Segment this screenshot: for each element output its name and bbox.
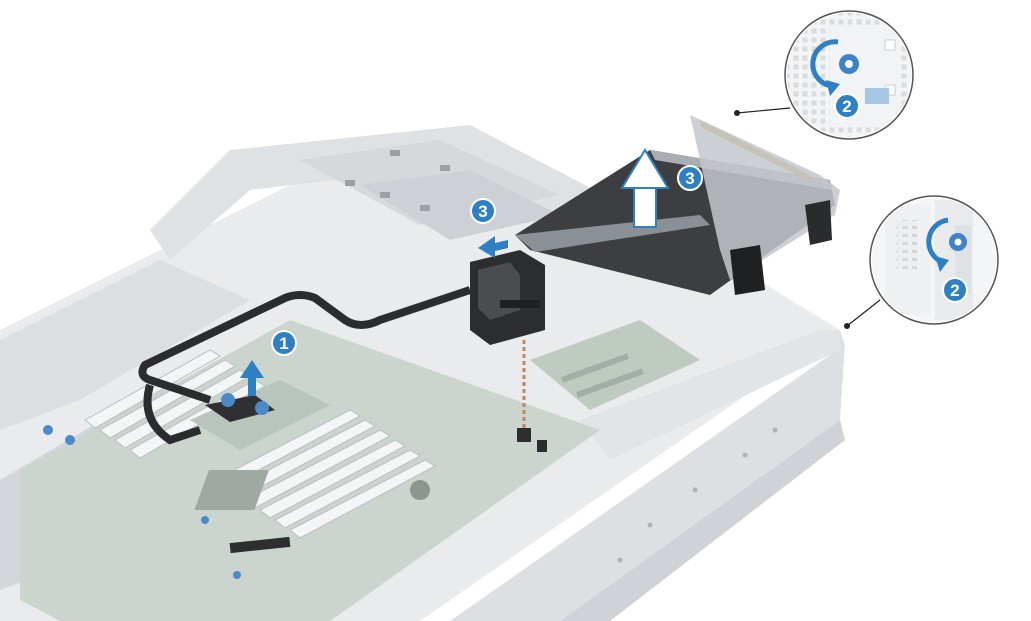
step-badge-2-top: 2 [834, 93, 860, 119]
step-badge-label: 2 [842, 97, 851, 116]
riser-bracket-slot [730, 245, 765, 295]
lift-arrow-icon [620, 148, 670, 228]
connector-tab-right [255, 401, 269, 415]
push-arrow-icon [478, 236, 508, 258]
detail-inset-bottom [869, 195, 999, 325]
riser-bracket-slot-2 [805, 200, 832, 245]
drive-bay [0, 260, 250, 430]
cable-run [138, 286, 472, 404]
lift-arrow-icon [240, 360, 264, 396]
rear-bay-2 [360, 170, 560, 240]
riser-rear-bracket [690, 115, 840, 280]
rotate-arrow-icon [810, 39, 839, 89]
detail-inset-top [784, 10, 914, 140]
riser-assembly [470, 115, 840, 452]
cable-loop [143, 383, 202, 445]
chipset [194, 470, 269, 510]
cable-connector [205, 393, 275, 422]
chassis-side-panel [580, 330, 840, 460]
chassis-screw-holes [617, 427, 778, 563]
blue-label [865, 88, 889, 104]
riser-cable [138, 286, 472, 445]
step-badge-label: 3 [685, 169, 694, 188]
cpu-socket [190, 380, 330, 450]
thumbscrew-icon [839, 54, 859, 74]
step-badge-3-latch: 3 [470, 198, 496, 224]
step-badge-label: 3 [478, 202, 487, 221]
callout-leaders [736, 107, 881, 327]
step-badge-1: 1 [271, 330, 297, 356]
rear-bay-slots [345, 150, 450, 211]
chassis-front-lip [560, 420, 845, 621]
leader-top [736, 107, 791, 114]
step-badge-3-lift: 3 [677, 165, 703, 191]
board-connector [229, 536, 291, 554]
step-badge-2-bottom: 2 [942, 277, 968, 303]
capacitor [410, 480, 430, 500]
riser-frame-bottom [515, 215, 710, 252]
latch-plug [517, 428, 531, 442]
dimm-bank-right [214, 409, 437, 539]
riser-slot-area [530, 320, 700, 410]
step-badge-label: 2 [950, 281, 959, 300]
connector-tab-left [221, 393, 235, 407]
thumbscrew-icon [949, 233, 967, 251]
leader-bottom [846, 299, 881, 327]
step-badge-label: 1 [279, 334, 288, 353]
board-blue-clips [43, 425, 241, 579]
riser-latch [470, 250, 545, 345]
